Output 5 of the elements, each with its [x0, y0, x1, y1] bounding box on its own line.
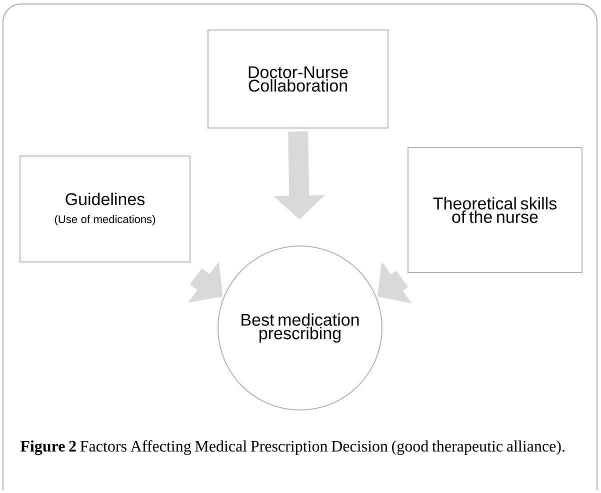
figure-caption: Figure 2 Factors Affecting Medical Prescription Decision (good therapeutic alliance). [20, 440, 564, 455]
circle-node: Best medication prescribing [218, 246, 382, 410]
box-node: Theoretical skills of the nurse [408, 147, 582, 273]
box-node: Guidelines (Use of medications) [20, 156, 190, 262]
box-node: Doctor-Nurse Collaboration [208, 30, 388, 128]
